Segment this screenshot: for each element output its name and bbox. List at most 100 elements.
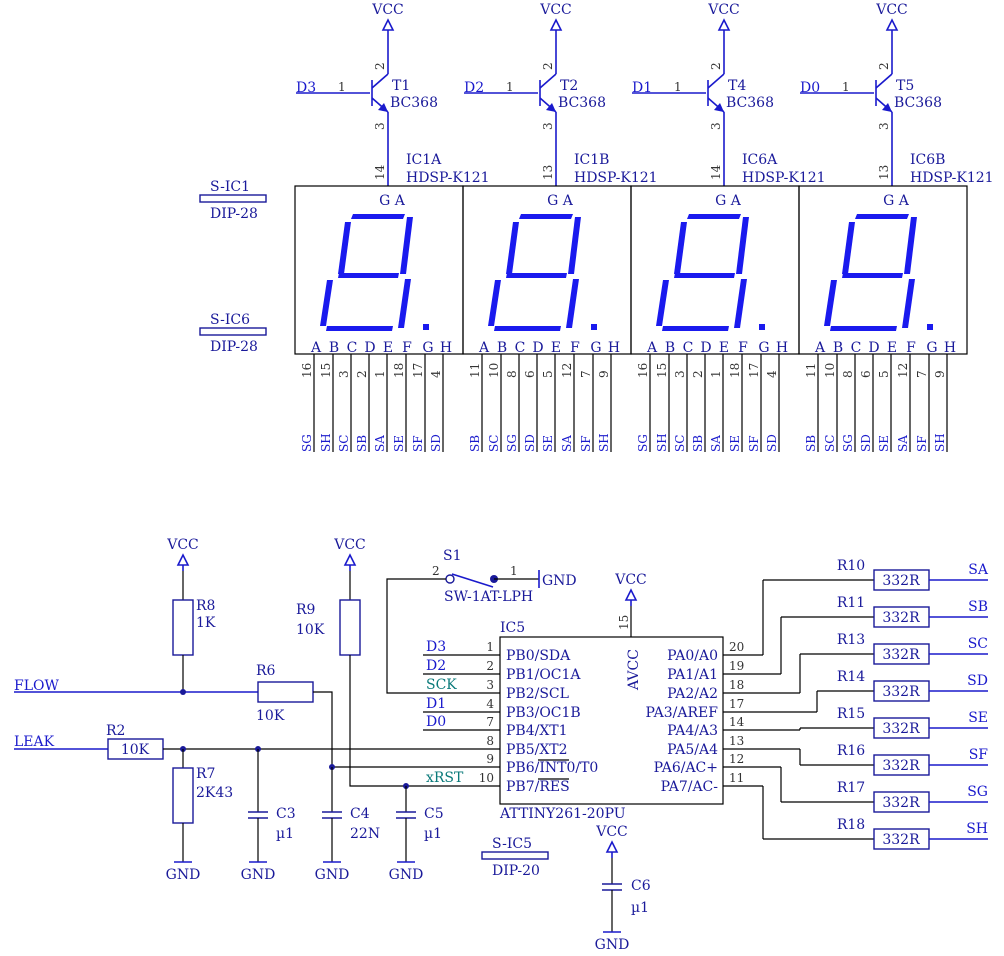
transistor-part: BC368 [894,95,942,111]
net-label: SE [877,435,891,452]
segment-letter: C [851,340,862,356]
segment [320,280,333,326]
pin-number: 3 [486,678,494,692]
transistor-ref: T2 [560,78,578,94]
vcc-label: VCC [595,824,628,840]
socket-body [199,194,267,203]
resistor-value: 332R [882,758,920,774]
transistor-part: BC368 [726,95,774,111]
emitter-arrow-icon [546,103,556,112]
pin-number: 14 [729,715,745,729]
net-label: FLOW [14,678,59,694]
pin-number: 1 [373,370,387,378]
pin-number: 3 [673,370,687,378]
socket-ref: S-IC6 [210,312,250,328]
pin-name: PB4/XT1 [506,723,568,739]
socket-ref: S-IC1 [210,179,250,195]
pin-number: 17 [747,363,761,378]
net-label: D2 [464,80,484,96]
decimal-point [759,324,765,330]
resistor-value: 332R [882,647,920,663]
pin-number: 1 [486,640,494,654]
vcc-label: VCC [333,537,366,553]
pin-number: 3 [541,122,555,130]
gnd-label: GND [166,867,201,883]
wire [386,578,446,694]
segment-letter: B [665,340,675,356]
segment-letters: G A [715,193,742,209]
net-label: SA [968,562,989,578]
pin-number: 20 [729,640,744,654]
net-label: SA [709,435,723,452]
gnd-label: GND [241,867,276,883]
pin-number: 6 [859,370,873,378]
socket-pkg: DIP-28 [210,339,258,355]
pin-number: 2 [373,62,387,70]
segment [824,280,837,326]
transistor-ref: T1 [392,78,410,94]
pin-name: PA4/A3 [667,723,718,739]
socket-ref: S-IC5 [492,836,532,852]
gnd-label: GND [389,867,424,883]
collector-line [707,73,725,89]
pin-number: 4 [429,370,443,378]
segment-letter: F [738,340,748,356]
pin-number: 10 [823,363,837,378]
resistor-value: 10K [256,708,285,724]
display-part: HDSP-K121 [910,170,994,186]
segment [902,279,915,328]
pin-number: 12 [560,363,574,378]
segment-letter: A [310,340,322,356]
segment [734,279,747,328]
pin-number: 9 [597,370,611,378]
pin-number: 18 [728,363,742,378]
display-ref: IC1B [574,152,609,168]
net-label: SD [859,434,873,452]
pin-number: 5 [541,370,555,378]
wire [349,655,423,787]
resistor-r8 [172,599,194,656]
resistor-ref: R7 [196,766,215,782]
segment-letters: G A [547,193,574,209]
display-ref: IC1A [406,152,442,168]
emitter-arrow-icon [714,103,724,112]
net-label: SA [896,435,910,452]
segment-letter: H [776,340,788,356]
net-label: SH [966,821,988,837]
pin-number: 10 [479,771,494,785]
segment [566,279,579,328]
pin-number: 18 [729,678,744,692]
net-label: D3 [426,639,446,655]
resistor-r6 [257,681,314,703]
segment [338,222,351,274]
pin-number: 7 [486,715,494,729]
pin-number: 9 [486,752,494,766]
vcc-symbol [885,18,899,31]
pin-name: PB5/XT2 [506,742,568,758]
pin-number: 2 [691,370,705,378]
segment [494,326,561,331]
segment [687,214,741,219]
segment [674,222,687,274]
segment-letter: D [700,340,711,356]
pin-number: 16 [636,363,650,378]
segment [506,222,519,274]
resistor-ref: R9 [296,602,315,618]
resistor-value: 332R [882,832,920,848]
pin-number: 1 [709,370,723,378]
net-label: SC [487,435,501,452]
net-label: LEAK [14,734,55,750]
net-label: SG [300,434,314,452]
segment-letter: G [422,340,433,356]
vcc-symbol [549,18,563,31]
segment-letter: E [719,340,729,356]
segment [662,326,729,331]
resistor-value: 1K [196,615,216,631]
segment-letter: F [906,340,916,356]
